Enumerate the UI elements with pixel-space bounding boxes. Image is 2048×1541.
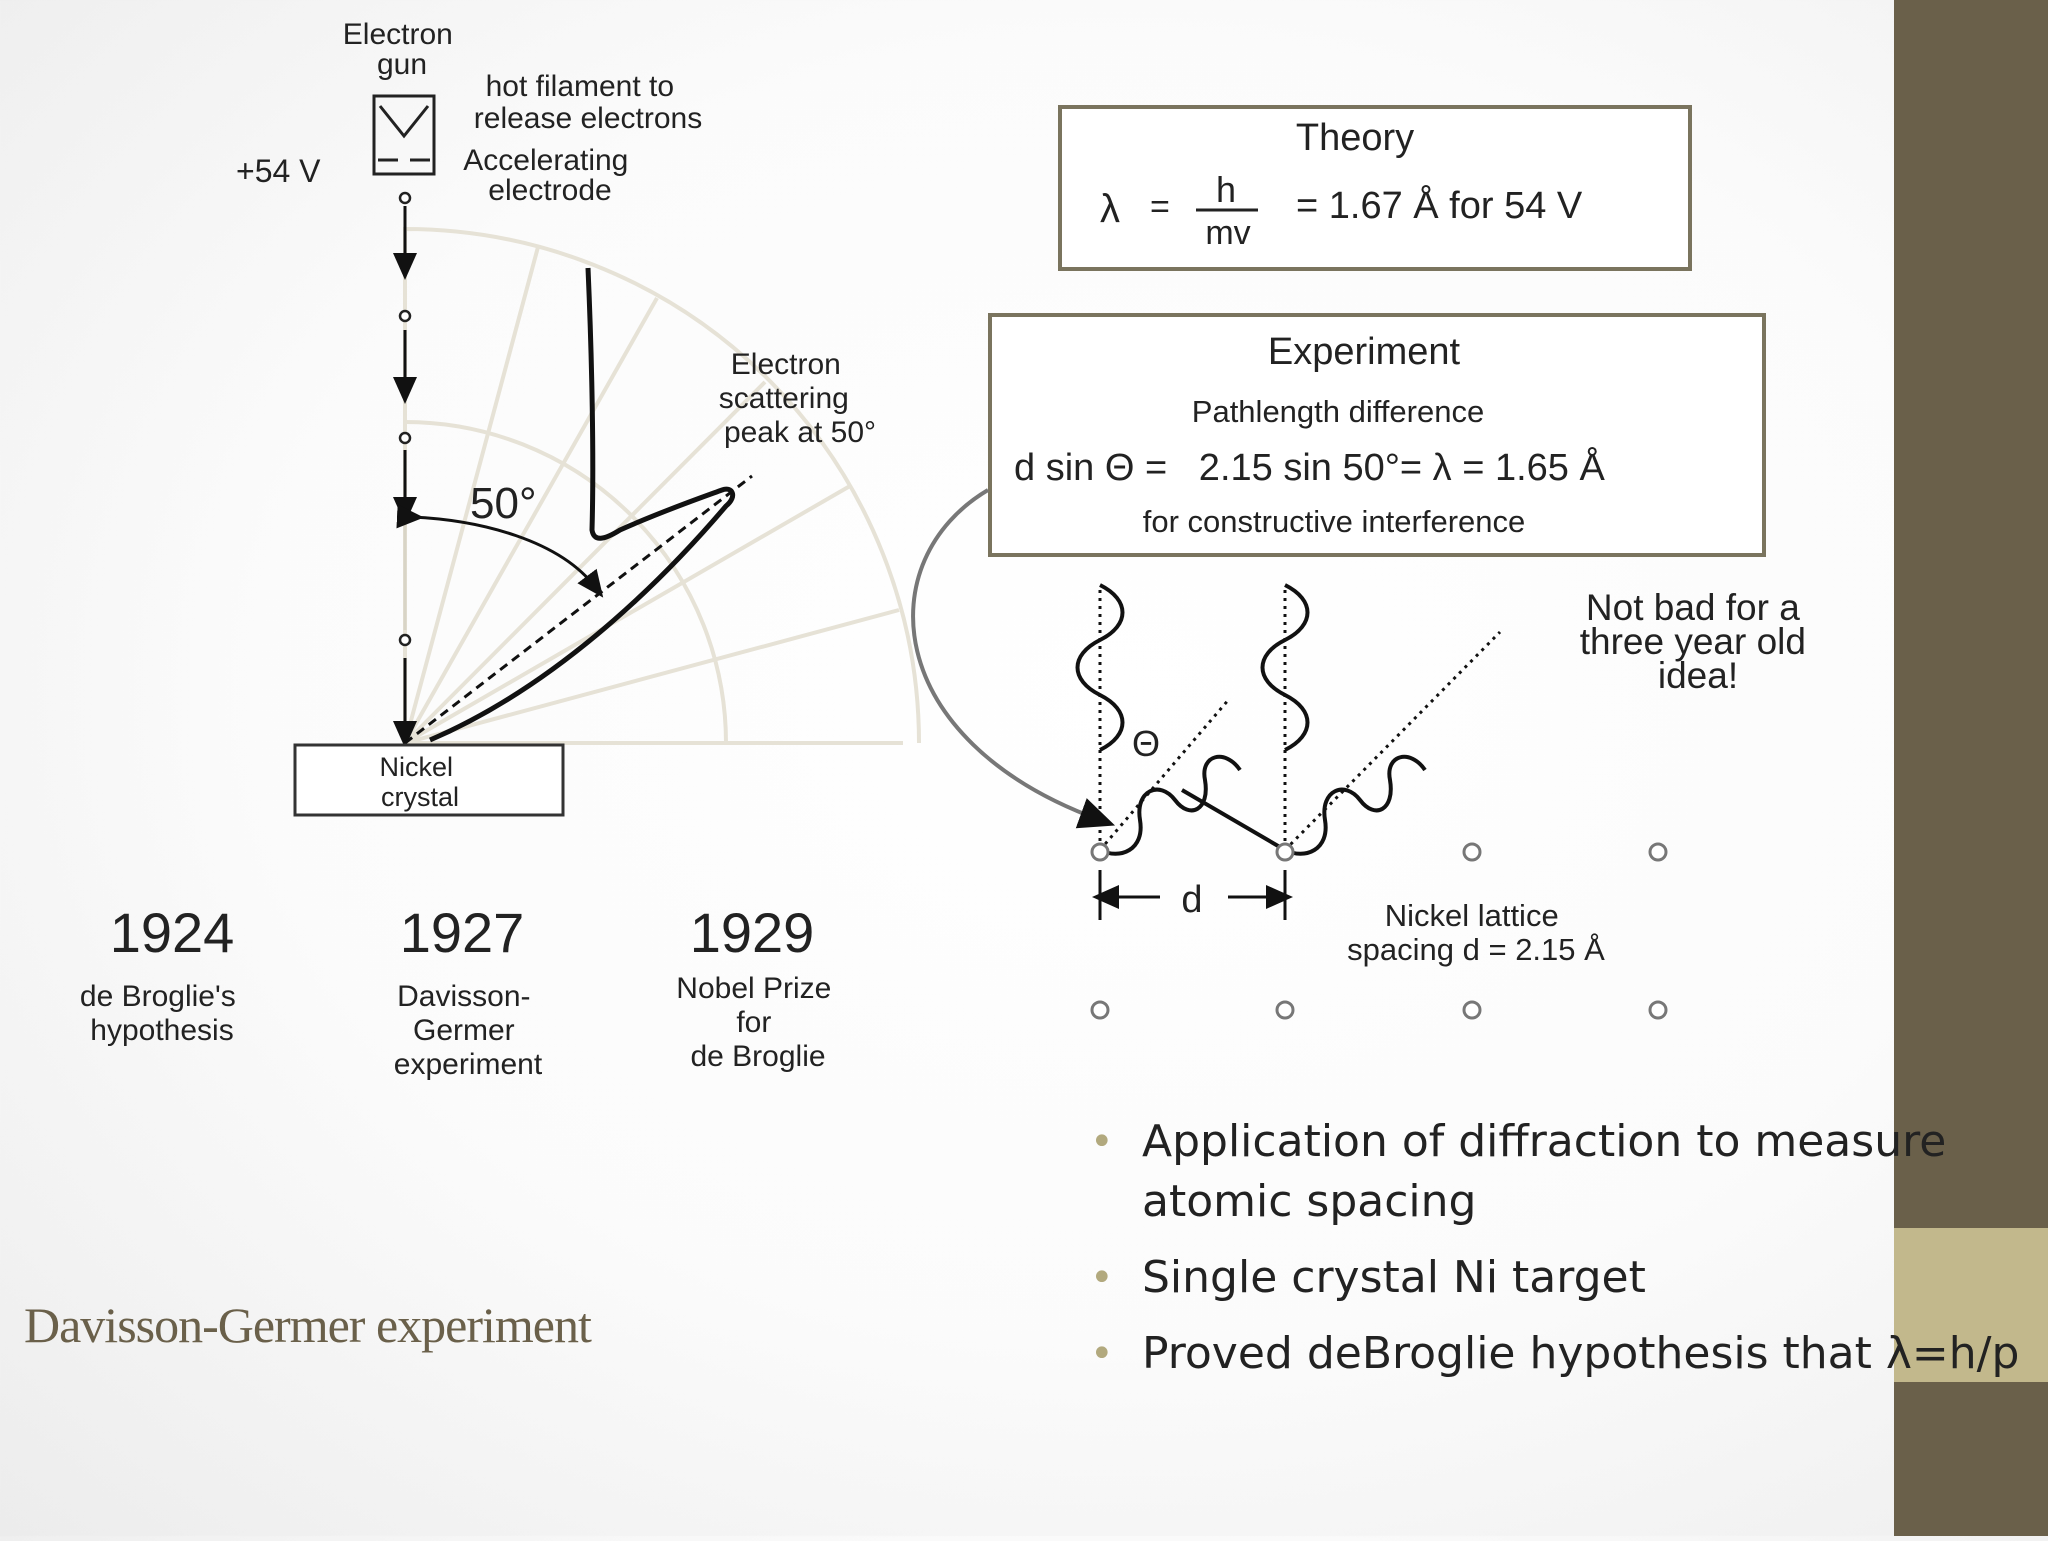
lattice-atoms [1090,842,1668,1020]
theory-numerator: h [1216,169,1236,210]
timeline: 1924 de Broglie's hypothesis 1927 Daviss… [80,901,839,1081]
experiment-note: for constructive interference [1143,504,1526,539]
filament-icon [378,105,430,139]
electrode-line: electrode [488,174,611,207]
scattered-beam-direction [404,474,753,745]
timeline-item: 1927 Davisson- Germer experiment [394,901,543,1081]
remark-line: Not bad for a [1586,587,1800,628]
remark-text: Not bad for a three year old idea! [1580,587,1817,696]
electron-gun-label: Electron gun [343,18,461,81]
theory-equals: = [1150,188,1170,226]
lattice-diagram: Θ d Nickel lattice spacing d = 2.15 Å No… [1075,583,1817,1020]
theory-lambda: λ [1100,187,1120,231]
theory-title: Theory [1296,117,1414,159]
peak-line: Electron [731,348,841,381]
peak-line: peak at 50° [724,416,876,449]
electron-gun-line: gun [377,48,427,81]
experiment-title: Experiment [1268,331,1461,373]
timeline-item: 1924 de Broglie's hypothesis [80,901,244,1047]
timeline-caption-line: Nobel Prize [676,972,831,1005]
filament-line: hot filament to [486,70,674,103]
lattice-spacing-label: Nickel lattice spacing d = 2.15 Å [1347,898,1605,967]
timeline-caption-line: for [736,1006,771,1039]
lattice-spacing-line: Nickel lattice [1385,898,1559,933]
incident-waves [1075,583,1310,752]
connector-arrow [911,488,1116,829]
bullet-dot-icon: • [1090,1119,1114,1165]
bullet-text: Application of diffraction to measure at… [1142,1116,1947,1227]
bullet-text: Single crystal Ni target [1142,1252,1646,1303]
timeline-item: 1929 Nobel Prize for de Broglie [676,901,839,1073]
spacing-d-label: d [1181,879,1202,921]
experiment-box: Experiment Pathlength difference d sin Θ… [988,313,1766,557]
timeline-caption-line: hypothesis [90,1014,233,1047]
timeline-caption-line: experiment [394,1048,543,1081]
nickel-crystal-line: crystal [381,782,459,812]
theta-label: Θ [1132,723,1160,764]
voltage-label: +54 V [236,153,321,189]
lattice-spacing-line: spacing d = 2.15 Å [1347,932,1605,967]
experiment-equation: d sin Θ = 2.15 sin 50°= λ = 1.65 Å [1014,445,1605,489]
spacing-dimension [1092,870,1293,920]
nickel-crystal-box [293,743,565,817]
electrode-line: Accelerating [463,144,628,177]
nickel-crystal-line: Nickel [379,752,453,782]
bullet-dot-icon: • [1090,1255,1114,1301]
peak-label: Electron scattering peak at 50° [719,348,876,449]
scattering-apparatus: Electron gun hot filament to release ele… [236,18,921,817]
electron-gun-line: Electron [343,18,453,51]
bullet-item: • Application of diffraction to measure a… [1090,1112,2030,1232]
bullet-text: Proved deBroglie hypothesis that λ=h/p [1142,1328,2020,1379]
theory-box: Theory λ = h mv = 1.67 Å for 54 V [1058,105,1692,271]
electrode-label: Accelerating electrode [463,144,636,207]
peak-line: scattering [719,382,849,415]
timeline-caption: Nobel Prize for de Broglie [676,972,839,1073]
angle-label: 50° [470,479,537,528]
slide-title: Davisson-Germer experiment [24,1297,592,1353]
remark-line: three year old [1580,621,1806,662]
theory-denominator: mv [1205,214,1250,252]
timeline-year: 1924 [110,901,235,964]
theory-result: = 1.67 Å for 54 V [1296,183,1583,227]
bullet-item: • Single crystal Ni target [1090,1248,2030,1308]
bullet-dot-icon: • [1090,1331,1114,1377]
timeline-caption-line: de Broglie [690,1040,825,1073]
timeline-caption-line: Germer [413,1014,515,1047]
timeline-caption-line: de Broglie's [80,980,236,1013]
angle-arc [396,504,604,598]
bullet-item: • Proved deBroglie hypothesis that λ=h/p [1090,1324,2030,1384]
decorative-sidebar-band [1894,1228,2048,1382]
filament-label: hot filament to release electrons [474,70,702,135]
electron-dots [398,191,412,647]
reflected-waves [1099,754,1427,856]
timeline-caption: de Broglie's hypothesis [80,980,244,1047]
nickel-crystal-label: Nickel crystal [379,752,460,812]
remark-line: idea! [1658,655,1738,696]
incident-wavefront-guides [1098,590,1502,852]
experiment-subtitle: Pathlength difference [1192,394,1484,429]
scattering-intensity-curve [429,267,736,743]
timeline-year: 1927 [400,901,525,964]
timeline-caption: Davisson- Germer experiment [394,980,543,1081]
electron-gun-body [372,94,436,176]
bullet-list: • Application of diffraction to measure a… [1090,1112,2030,1400]
filament-line: release electrons [474,102,702,135]
timeline-year: 1929 [690,901,815,964]
timeline-caption-line: Davisson- [397,980,530,1013]
